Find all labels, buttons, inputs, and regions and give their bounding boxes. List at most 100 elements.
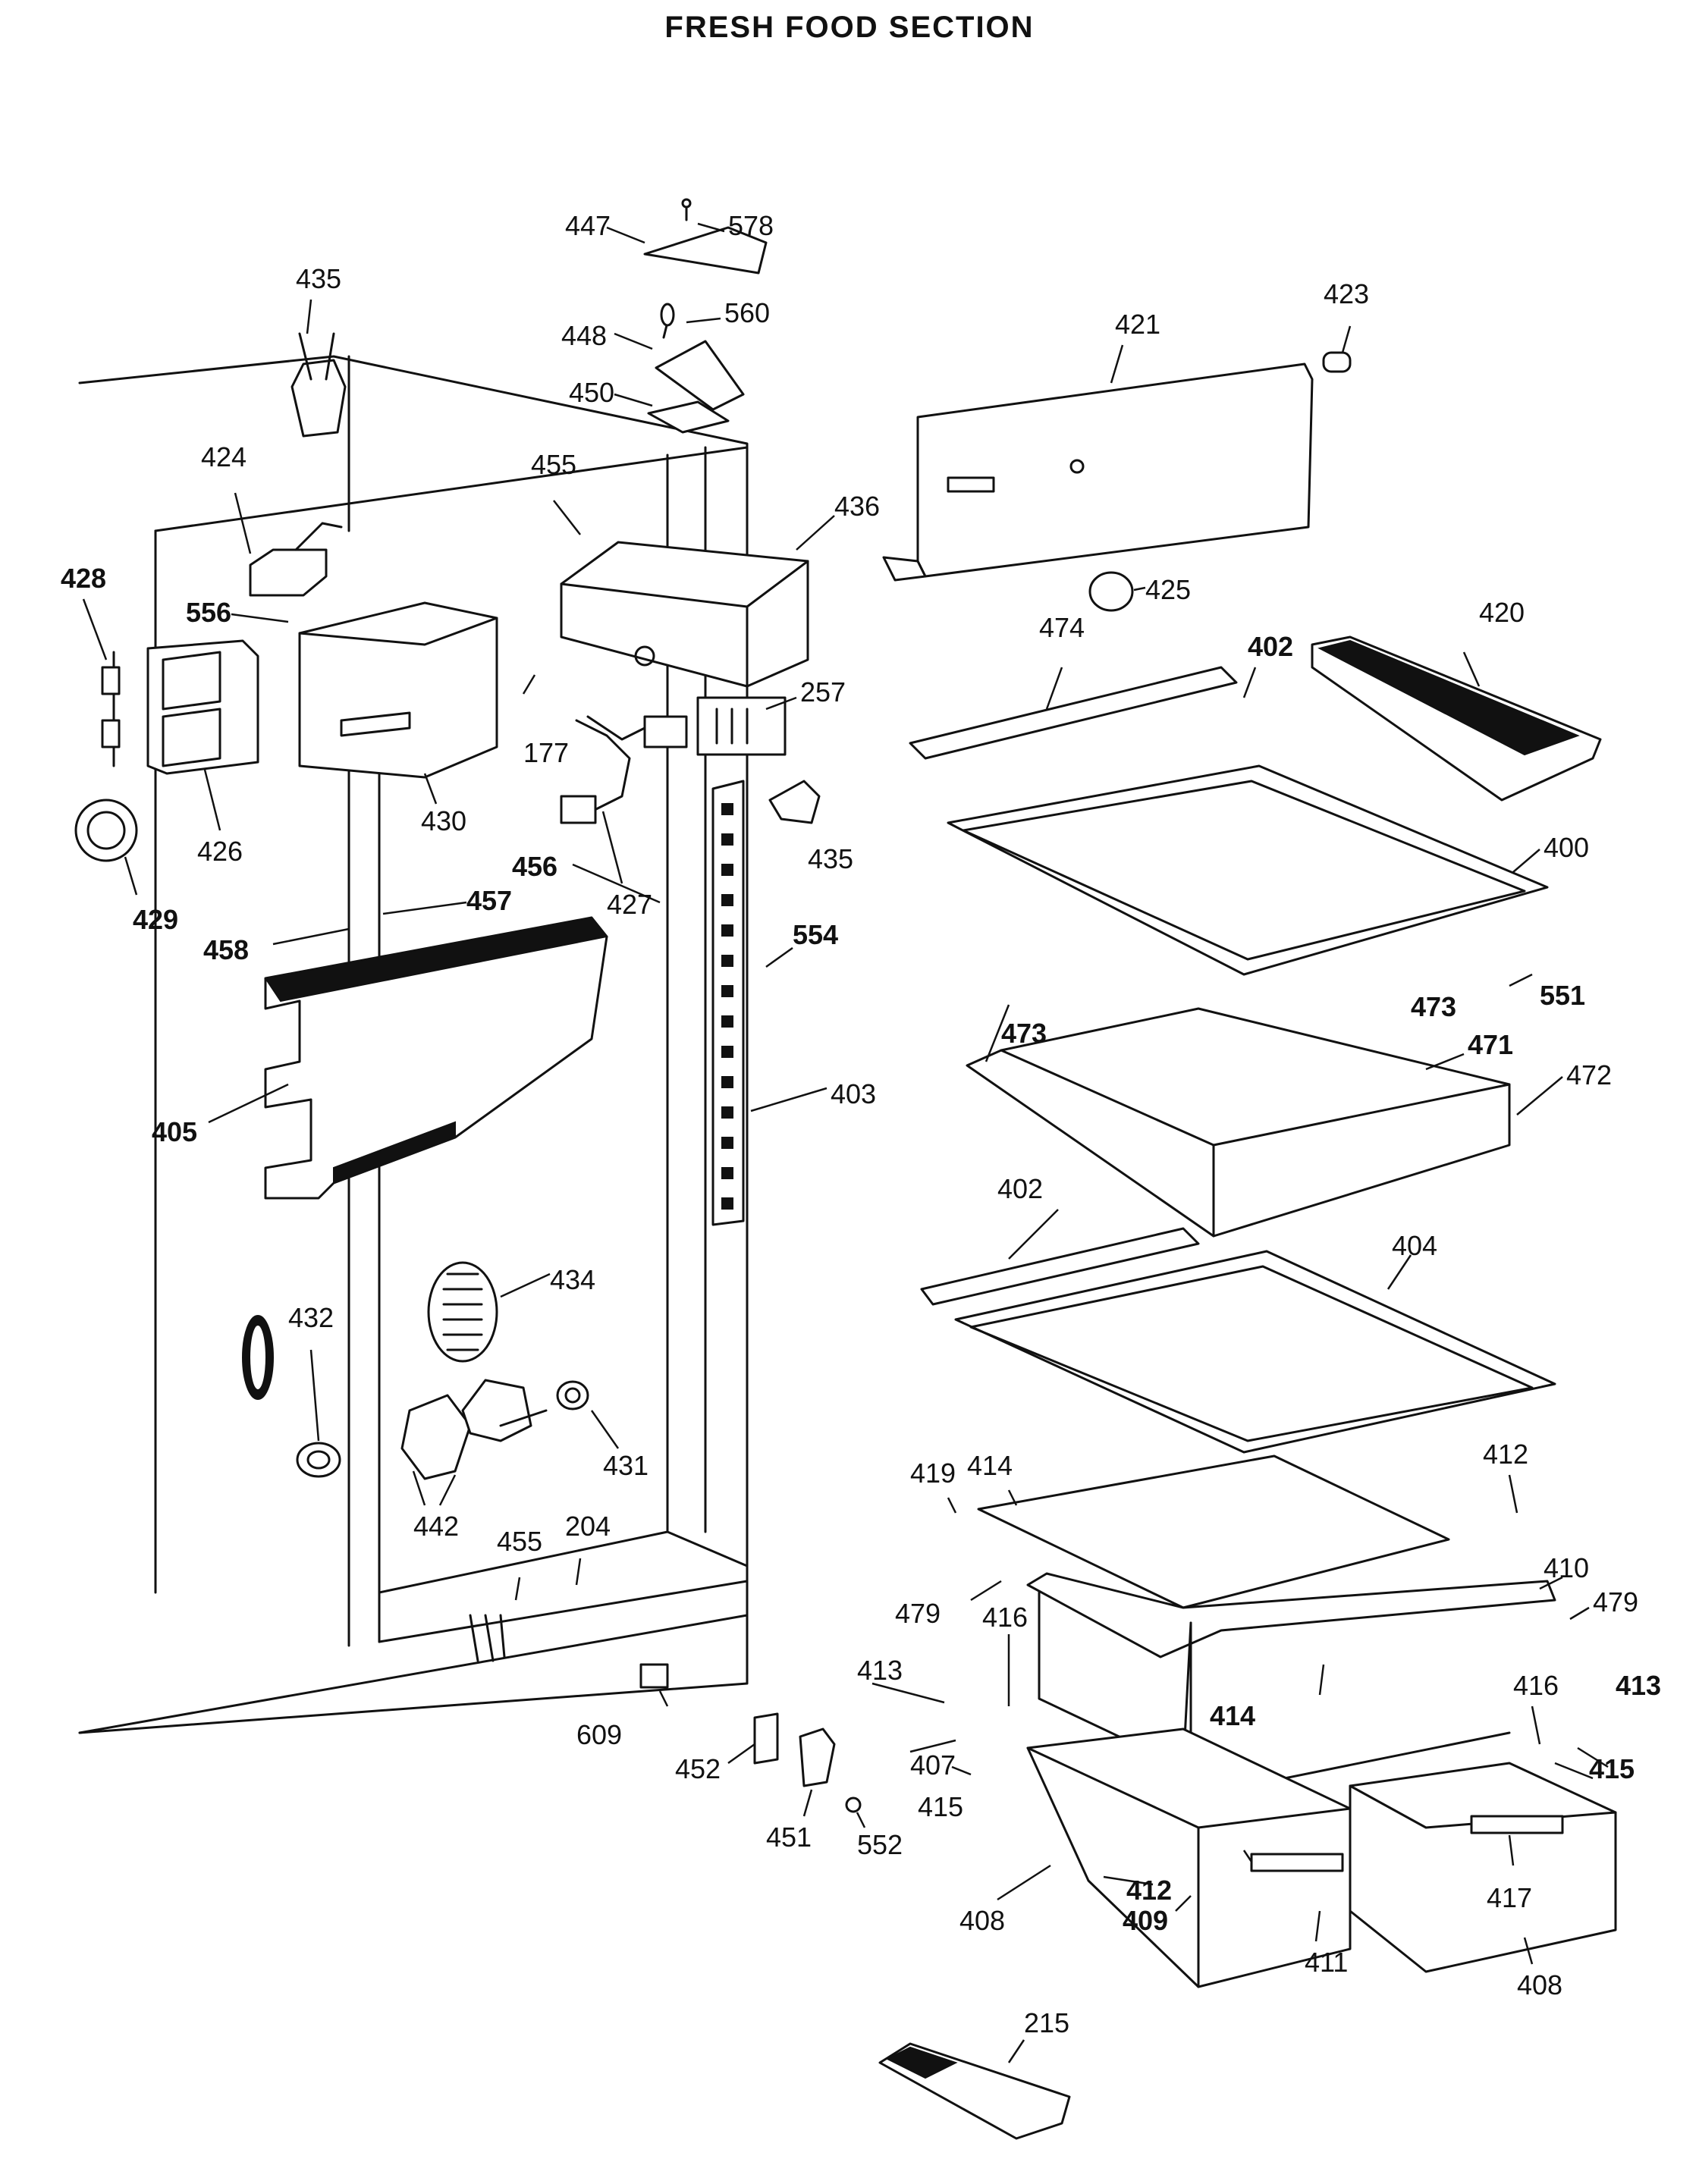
label-421: 421 — [1115, 309, 1160, 340]
label-428: 428 — [61, 563, 106, 594]
label-413-right: 413 — [1616, 1670, 1661, 1701]
label-473: 473 — [1411, 991, 1456, 1022]
label-479: 479 — [895, 1598, 941, 1629]
label-551: 551 — [1540, 980, 1585, 1011]
label-257: 257 — [800, 676, 846, 708]
control-knob — [74, 799, 138, 862]
upper-shelf — [909, 666, 1549, 976]
label-177: 177 — [523, 737, 569, 768]
crisper-drawer-right — [1349, 1762, 1617, 1973]
label-434: 434 — [550, 1264, 595, 1295]
label-447: 447 — [565, 210, 611, 241]
cold-control-box — [298, 601, 498, 779]
label-407: 407 — [910, 1749, 956, 1781]
label-416: 416 — [982, 1602, 1028, 1633]
light-bulb — [556, 1380, 589, 1410]
wiring-harness — [560, 715, 688, 824]
control-housing — [560, 541, 809, 688]
knob-423 — [1322, 351, 1352, 373]
label-415: 415 — [918, 1791, 963, 1822]
label-427: 427 — [607, 889, 652, 920]
label-456: 456 — [512, 851, 557, 882]
label-400: 400 — [1544, 832, 1589, 863]
label-442: 442 — [413, 1511, 459, 1542]
label-473-left: 473 — [1001, 1018, 1047, 1049]
label-554: 554 — [793, 919, 838, 950]
label-417: 417 — [1487, 1882, 1532, 1913]
label-402: 402 — [1248, 631, 1293, 662]
label-408: 408 — [959, 1905, 1005, 1936]
label-452: 452 — [675, 1753, 721, 1784]
label-432: 432 — [288, 1302, 334, 1333]
label-472: 472 — [1566, 1059, 1612, 1090]
label-412-drawer: 412 — [1126, 1875, 1172, 1906]
label-402-lower: 402 — [997, 1173, 1043, 1204]
lower-shelf — [920, 1227, 1556, 1454]
crisper-cover — [977, 1454, 1450, 1609]
label-556: 556 — [186, 597, 231, 628]
shelf-ladder — [711, 780, 745, 1226]
bushing — [296, 1442, 341, 1478]
label-455: 455 — [531, 449, 576, 480]
page-title: FRESH FOOD SECTION — [664, 11, 1035, 44]
label-450: 450 — [569, 377, 614, 408]
dairy-compartment — [264, 916, 608, 1200]
light-switch — [768, 780, 821, 824]
label-430: 430 — [421, 805, 466, 836]
label-404: 404 — [1392, 1230, 1437, 1261]
label-215: 215 — [1024, 2007, 1069, 2038]
control-panel — [882, 362, 1314, 582]
label-435: 435 — [296, 263, 341, 294]
label-415-right: 415 — [1589, 1753, 1635, 1784]
label-410: 410 — [1544, 1552, 1589, 1583]
label-412: 412 — [1483, 1439, 1528, 1470]
label-471: 471 — [1468, 1029, 1513, 1060]
label-409: 409 — [1123, 1905, 1168, 1936]
label-435-switch: 435 — [808, 843, 853, 874]
label-408-right: 408 — [1517, 1969, 1562, 2000]
thermostat — [249, 522, 343, 597]
label-458: 458 — [203, 934, 249, 965]
knob-425 — [1088, 571, 1134, 612]
label-552: 552 — [857, 1829, 903, 1860]
label-414: 414 — [967, 1450, 1013, 1481]
oval-plug — [242, 1315, 274, 1400]
label-416-right: 416 — [1513, 1670, 1559, 1701]
label-457: 457 — [466, 885, 512, 916]
label-419: 419 — [910, 1458, 956, 1489]
label-426: 426 — [197, 836, 243, 867]
label-474: 474 — [1039, 612, 1085, 643]
storage-bin — [1311, 635, 1602, 802]
label-479-right: 479 — [1593, 1586, 1638, 1618]
light-socket — [290, 332, 347, 438]
leader-lines — [82, 222, 1609, 2063]
label-609: 609 — [576, 1719, 622, 1750]
label-429: 429 — [133, 904, 178, 935]
label-420: 420 — [1479, 597, 1525, 628]
label-413: 413 — [857, 1655, 903, 1686]
label-403: 403 — [831, 1078, 876, 1109]
damper-rod — [101, 651, 121, 767]
label-425: 425 — [1145, 574, 1191, 605]
label-411: 411 — [1305, 1947, 1348, 1978]
crisper-drawer-left — [1026, 1727, 1352, 1988]
label-560: 560 — [724, 297, 770, 328]
label-436: 436 — [834, 491, 880, 522]
label-431: 431 — [603, 1450, 649, 1481]
damper-assembly — [400, 1379, 548, 1480]
top-hinge-assembly — [643, 198, 768, 434]
bottom-hinge-parts — [639, 1663, 862, 1813]
air-vent — [427, 1261, 498, 1363]
label-405: 405 — [152, 1116, 197, 1147]
label-578: 578 — [728, 210, 774, 241]
label-451: 451 — [766, 1822, 812, 1853]
label-204: 204 — [565, 1511, 611, 1542]
part-labels: 435 447 578 448 560 450 421 423 424 455 … — [61, 210, 1661, 2038]
tray — [878, 2042, 1071, 2140]
air-duct — [146, 639, 259, 775]
label-455-lower: 455 — [497, 1526, 542, 1557]
label-414-center: 414 — [1210, 1700, 1255, 1731]
label-423: 423 — [1324, 278, 1369, 309]
meat-pan — [966, 1007, 1511, 1238]
